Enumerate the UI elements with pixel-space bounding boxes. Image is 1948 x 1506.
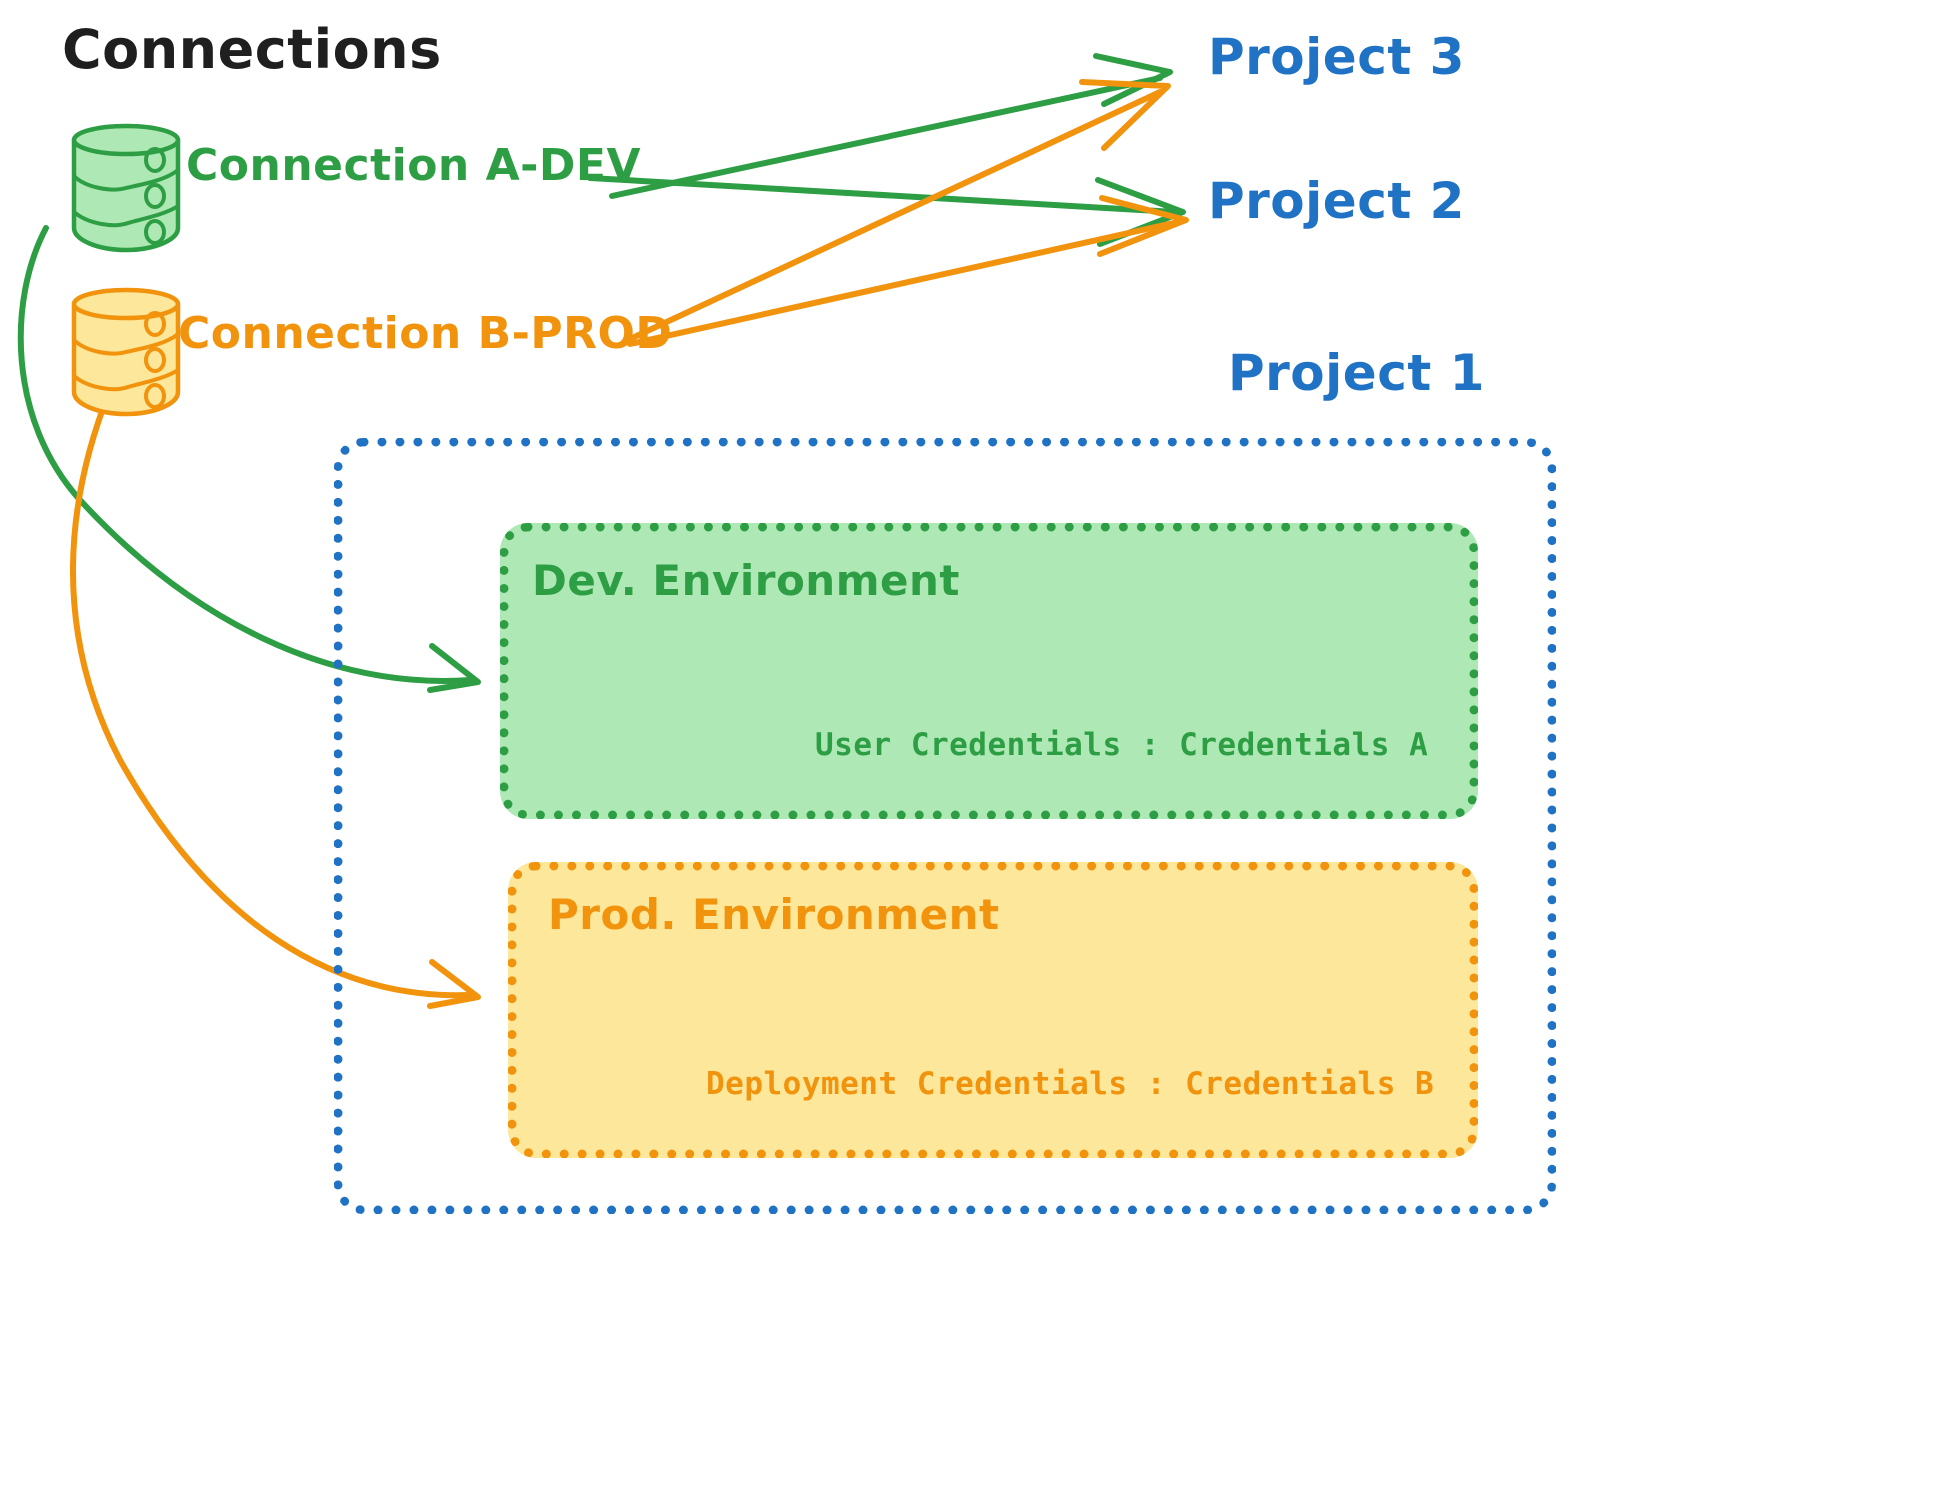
arrow-conn-b-to-prod-environment: [70, 387, 481, 1009]
connection-b-label[interactable]: Connection B-PROD: [178, 308, 673, 359]
arrow-conn-b-to-project-2: [627, 195, 1189, 347]
connection-a-label[interactable]: Connection A-DEV: [186, 140, 642, 191]
arrow-conn-a-to-dev-environment: [17, 225, 481, 693]
project-1-label[interactable]: Project 1: [1228, 344, 1485, 402]
page-title: Connections: [62, 18, 442, 81]
prod-environment-box[interactable]: [508, 862, 1478, 1158]
database-cylinder-icon-orange: [71, 287, 181, 417]
database-cylinder-icon-green: [71, 123, 181, 253]
prod-environment-title: Prod. Environment: [548, 890, 1000, 939]
arrow-conn-b-to-project-3: [625, 79, 1171, 343]
project-3-label[interactable]: Project 3: [1208, 28, 1465, 86]
dev-environment-box[interactable]: [500, 523, 1478, 819]
arrow-conn-a-to-project-3: [609, 53, 1173, 199]
dev-environment-title: Dev. Environment: [532, 556, 960, 605]
project-1-container: [334, 438, 1556, 1214]
project-2-label[interactable]: Project 2: [1208, 172, 1465, 230]
prod-environment-credentials: Deployment Credentials : Credentials B: [706, 1066, 1435, 1102]
dev-environment-credentials: User Credentials : Credentials A: [815, 727, 1429, 763]
